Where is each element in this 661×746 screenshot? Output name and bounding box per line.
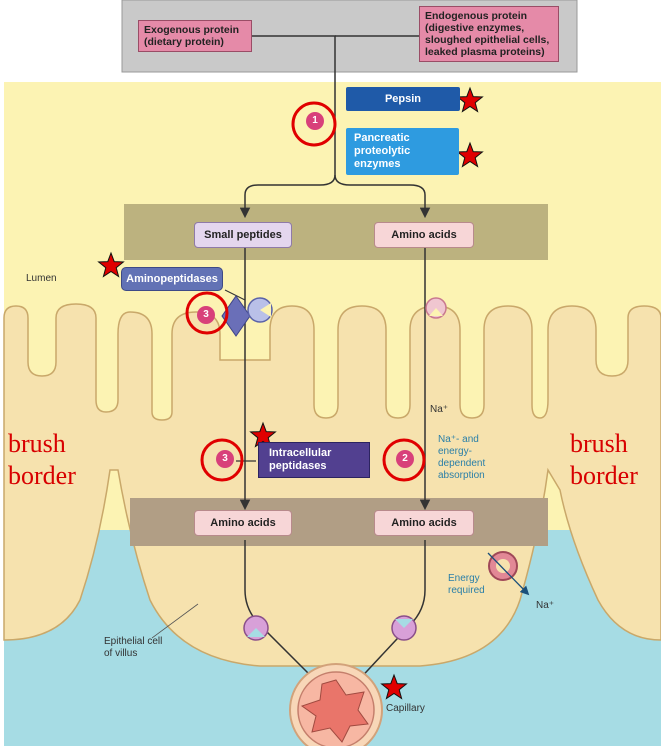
flow-to-aminoacids <box>334 174 431 219</box>
na-energy-line-2: energy- <box>438 446 472 457</box>
epithelial-line-1: Epithelial cell <box>104 636 163 647</box>
lumen-label: Lumen <box>26 273 57 284</box>
intracellular-line-2: peptidases <box>269 460 327 472</box>
exogenous-protein-box: Exogenous protein (dietary protein) <box>138 20 252 52</box>
amino-acids-lumen-box: Amino acids <box>374 222 474 248</box>
capillary <box>289 663 383 746</box>
brush-left-line-2: border <box>8 461 76 490</box>
pancreatic-line-1: Pancreatic <box>354 132 410 144</box>
highlight-circle-step1 <box>291 101 337 147</box>
pepsin-box: Pepsin <box>346 87 460 111</box>
pancreatic-enzymes-box: Pancreatic proteolytic enzymes <box>346 128 459 175</box>
exogenous-line-1: Exogenous protein <box>144 24 240 36</box>
pancreatic-line-2: proteolytic enzymes <box>354 145 411 170</box>
star-marker-aminopeptidases <box>97 251 125 278</box>
step-2-number: 2 <box>402 453 408 464</box>
epithelial-pointer <box>151 603 199 639</box>
aminopeptidases-box: Aminopeptidases <box>121 267 223 291</box>
basolateral-carrier-left <box>243 615 269 641</box>
endogenous-protein-box: Endogenous protein (digestive enzymes, s… <box>419 6 559 62</box>
na-cotransporter-icon <box>425 297 447 319</box>
step-1-number: 1 <box>312 115 318 126</box>
highlight-circle-step3-intracellular <box>200 438 244 482</box>
highlight-circle-step2 <box>382 438 426 482</box>
exogenous-line-2: (dietary protein) <box>144 36 224 48</box>
step-3-intracellular-badge <box>216 450 234 468</box>
flow-to-peptides <box>239 174 336 219</box>
na-energy-line-1: Na⁺- and <box>438 434 479 445</box>
na-pump-icon <box>487 551 530 596</box>
amino-acids-cell-left-box: Amino acids <box>194 510 292 536</box>
na-out-label: Na⁺ <box>536 600 555 611</box>
step-1-badge <box>306 112 324 130</box>
brush-left-line-1: brush <box>8 429 66 458</box>
brush-border-annotation-left: brush border <box>8 428 76 492</box>
step-3-brush-number: 3 <box>203 309 209 320</box>
endogenous-line-1: Endogenous protein <box>425 10 528 22</box>
epithelial-cell-label: Epithelial cell of villus <box>104 636 162 660</box>
na-energy-line-3: dependent <box>438 458 486 469</box>
na-plus-label: Na⁺ <box>430 404 449 415</box>
intracellular-line-1: Intracellular <box>269 447 332 459</box>
capillary-label: Capillary <box>386 703 425 714</box>
endogenous-line-3: sloughed epithelial cells, <box>425 34 550 46</box>
basolateral-carrier-right <box>391 615 417 641</box>
brush-right-line-1: brush <box>570 429 628 458</box>
step-3-intracellular-number: 3 <box>222 453 228 464</box>
amino-acids-cell-right-box: Amino acids <box>374 510 474 536</box>
endogenous-line-2: (digestive enzymes, <box>425 22 525 34</box>
intracellular-peptidases-box: Intracellular peptidases <box>258 442 370 478</box>
energy-required-label: Energy required <box>448 573 485 597</box>
cell-products-band <box>130 498 548 546</box>
na-energy-line-4: absorption <box>438 470 485 481</box>
star-marker-pancreatic <box>456 141 484 168</box>
star-marker-intracellular <box>249 421 277 448</box>
lumen-products-band <box>124 204 548 260</box>
step-3-brush-badge <box>197 306 215 324</box>
energy-required-line-2: required <box>448 585 485 596</box>
endogenous-line-4: leaked plasma proteins) <box>425 46 545 58</box>
step-2-badge <box>396 450 414 468</box>
energy-required-line-1: Energy <box>448 573 480 584</box>
na-energy-absorption-label: Na⁺- and energy- dependent absorption <box>438 434 518 482</box>
aminopeptidase-link <box>224 289 246 301</box>
star-marker-capillary <box>380 673 408 700</box>
star-marker-pepsin <box>456 86 484 113</box>
star-markers <box>97 86 484 700</box>
brush-right-line-2: border <box>570 461 638 490</box>
highlight-circle-step3-brush <box>185 291 229 335</box>
epithelial-line-2: of villus <box>104 648 138 659</box>
small-peptides-box: Small peptides <box>194 222 292 248</box>
peptide-carrier-icon <box>247 297 273 323</box>
brush-border-annotation-right: brush border <box>570 428 638 492</box>
